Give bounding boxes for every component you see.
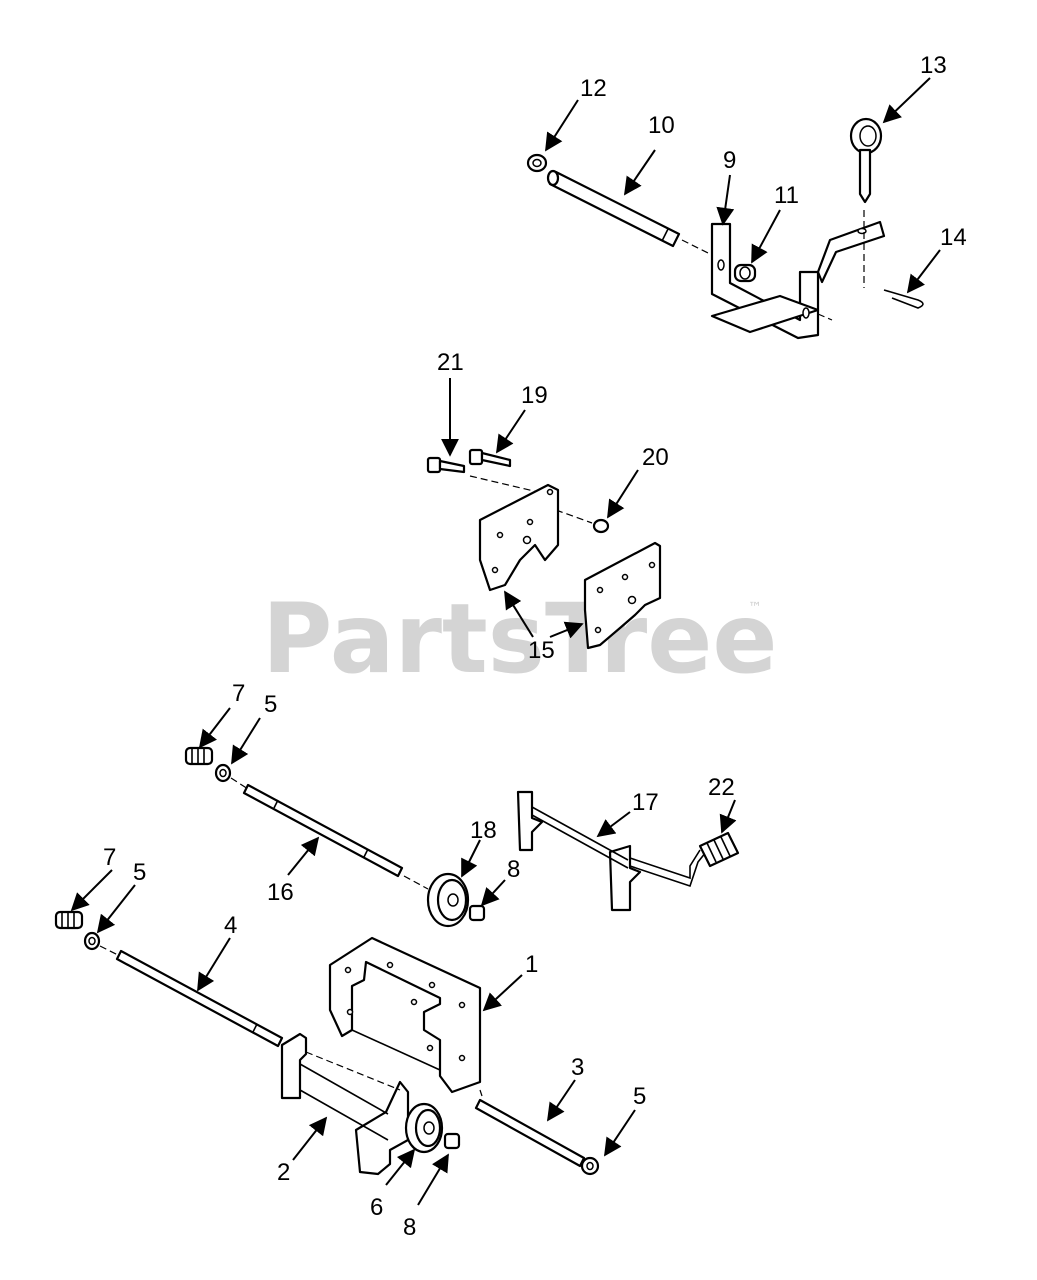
part-3-shaft xyxy=(474,1089,586,1168)
callout-18: 18 xyxy=(470,817,497,844)
callout-22: 22 xyxy=(708,774,735,801)
part-5-washer-lower-left xyxy=(83,931,101,951)
part-16-shaft xyxy=(242,783,429,890)
callout-16: 16 xyxy=(267,879,294,906)
watermark-text: PartsTree xyxy=(262,583,777,695)
part-1-bracket xyxy=(328,936,482,1094)
part-20-nut xyxy=(555,509,610,534)
callout-14: 14 xyxy=(940,224,967,251)
watermark-tm: ™ xyxy=(748,600,762,616)
callout-3: 3 xyxy=(571,1054,584,1081)
part-6-pulley xyxy=(404,1102,444,1154)
part-22-grip xyxy=(698,831,740,868)
part-18-pulley xyxy=(426,872,470,928)
callout-21: 21 xyxy=(437,349,464,376)
callout-5-upper: 5 xyxy=(264,691,277,718)
callout-8-upper: 8 xyxy=(507,856,520,883)
callout-10: 10 xyxy=(648,112,675,139)
callout-5-lower: 5 xyxy=(133,859,146,886)
part-11-bushing xyxy=(733,263,757,283)
part-5-washer-lower-right xyxy=(580,1156,600,1176)
callout-12: 12 xyxy=(580,75,607,102)
upper-shaft-assembly xyxy=(184,746,740,928)
callout-2: 2 xyxy=(277,1159,290,1186)
part-5-washer-upper xyxy=(214,763,232,783)
callout-19: 19 xyxy=(521,382,548,409)
hitch-assembly xyxy=(526,117,924,340)
callout-11: 11 xyxy=(774,182,799,209)
part-2-bracket xyxy=(280,1032,410,1176)
part-7-spring-lower xyxy=(54,910,84,930)
part-17-bracket-rod xyxy=(516,790,707,912)
part-8-setscrew-lower xyxy=(443,1132,461,1150)
callout-7-lower: 7 xyxy=(103,844,116,871)
part-15-plate-b xyxy=(583,541,662,650)
callout-6: 6 xyxy=(370,1194,383,1221)
lower-assembly xyxy=(54,910,600,1176)
callout-8-lower: 8 xyxy=(403,1214,416,1241)
callout-1: 1 xyxy=(525,951,538,978)
callout-20: 20 xyxy=(642,444,669,471)
leader-lines xyxy=(70,77,941,1206)
callout-15: 15 xyxy=(528,637,555,664)
watermark: PartsTree ™ xyxy=(262,583,777,695)
part-15-plate-a xyxy=(478,483,560,592)
part-4-shaft xyxy=(115,949,284,1048)
callout-5-right: 5 xyxy=(633,1083,646,1110)
callout-13: 13 xyxy=(920,52,947,79)
callout-17: 17 xyxy=(632,789,659,816)
part-10-shaft xyxy=(546,169,731,265)
callout-9: 9 xyxy=(723,147,736,174)
callout-7-upper: 7 xyxy=(232,680,245,707)
callout-4: 4 xyxy=(224,912,237,939)
plate-assembly xyxy=(426,448,662,650)
part-8-setscrew-upper xyxy=(468,904,486,922)
part-12-nut xyxy=(526,153,548,173)
part-14-hairpin-clip xyxy=(883,289,924,309)
part-9-hitch-bracket xyxy=(710,220,886,340)
part-21-bolt xyxy=(426,456,466,474)
part-13-hitch-pin xyxy=(849,117,883,288)
part-7-spring-upper xyxy=(184,746,214,766)
callout-labels: 12 10 9 11 13 14 21 19 20 15 7 5 17 22 1… xyxy=(103,52,967,1241)
